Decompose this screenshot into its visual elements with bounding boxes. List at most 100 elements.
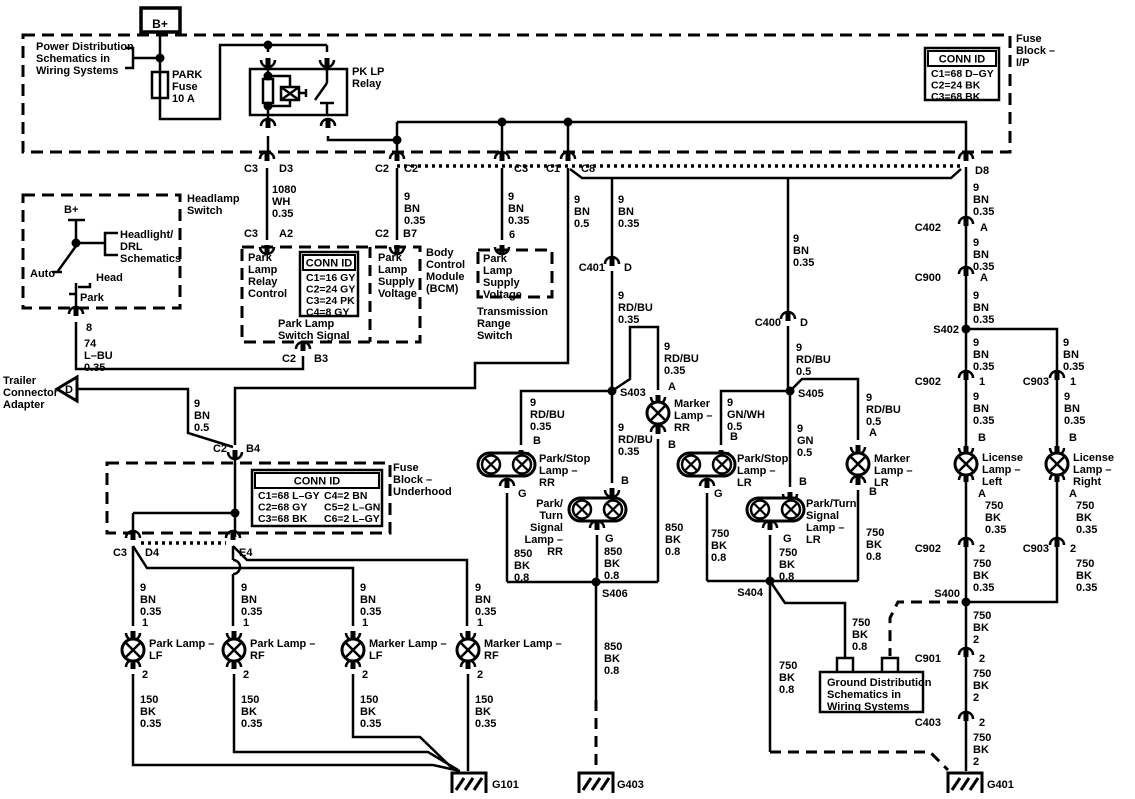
splice-dot: [71, 238, 81, 248]
diagram-label: BK: [1076, 512, 1092, 524]
diagram-label: BK: [241, 706, 257, 718]
diagram-label: Head: [96, 272, 123, 284]
diagram-label: BN: [140, 594, 156, 606]
diagram-label: 0.8: [866, 551, 881, 563]
diagram-label: 0.35: [508, 215, 529, 227]
diagram-label: 9: [140, 582, 146, 594]
ground-g403: [577, 771, 615, 793]
connector-icon: [67, 305, 85, 315]
diagram-label: License: [1073, 452, 1114, 464]
diagram-label: G101: [492, 779, 519, 791]
conn-id-bcm-cell: C2=24 GY: [306, 284, 355, 296]
diagram-label: BN: [793, 245, 809, 257]
bcm-box: [240, 245, 422, 344]
diagram-label: 150: [475, 694, 493, 706]
diagram-label: Supply: [483, 277, 521, 289]
diagram-label: 0.35: [475, 718, 496, 730]
diagram-label: 750: [779, 660, 797, 672]
ground-hatch-icon: [454, 777, 466, 791]
diagram-label: Park/Stop: [539, 453, 591, 465]
wire: [835, 656, 855, 671]
diagram-label: 2: [477, 669, 483, 681]
diagram-label: LF: [149, 650, 163, 662]
headlamp-switch-box: [21, 193, 182, 310]
diagram-label: 750: [973, 668, 991, 680]
connector-icon: [294, 340, 312, 350]
conn-id-ip: [923, 46, 1001, 102]
diagram-label: BK: [1076, 570, 1092, 582]
diagram-label: RD/BU: [664, 353, 699, 365]
diagram-label: 9: [194, 398, 200, 410]
diagram-label: BK: [866, 539, 882, 551]
diagram-label: 0.35: [272, 208, 293, 220]
diagram-label: RR: [547, 546, 563, 558]
wire: [74, 322, 305, 371]
diagram-label: Marker Lamp –: [369, 638, 447, 650]
diagram-label: C2: [375, 163, 389, 175]
diagram-label: 9: [1063, 337, 1069, 349]
diagram-label: 0.5: [797, 447, 812, 459]
diagram-label: B: [1069, 432, 1077, 444]
diagram-label: C2: [213, 443, 227, 455]
diagram-label: 2: [973, 756, 979, 768]
diagram-label: BN: [973, 349, 989, 361]
connector-icon: [498, 477, 516, 487]
diagram-label: 0.8: [514, 572, 529, 584]
diagram-label: D: [65, 384, 73, 396]
diagram-label: (BCM): [426, 283, 459, 295]
diagram-label: Schematics in: [36, 53, 110, 65]
connector-icon: [957, 150, 975, 160]
diagram-label: 9: [404, 191, 410, 203]
diagram-label: Lamp –: [982, 464, 1021, 476]
diagram-label: C902: [915, 376, 941, 388]
diagram-label: Park Lamp –: [149, 638, 214, 650]
diagram-label: 8: [86, 322, 92, 334]
diagram-label: RD/BU: [618, 302, 653, 314]
diagram-label: 0.35: [618, 446, 639, 458]
diagram-label: Park: [378, 252, 403, 264]
conn-id-underhood-cell: C3=68 BK: [258, 513, 308, 525]
diagram-label: Underhood: [393, 486, 452, 498]
wire: [232, 545, 469, 626]
dual-lamp-element-icon: [780, 499, 802, 520]
connector-icon: [957, 265, 975, 275]
diagram-label: 9: [508, 191, 514, 203]
lamp-x-icon: [344, 641, 362, 659]
wire: [268, 100, 292, 108]
diagram-label: 1: [243, 617, 249, 629]
diagram-label: Lamp –: [737, 465, 776, 477]
diagram-label: Headlight/: [120, 229, 173, 241]
splice-dot: [230, 508, 240, 518]
wire: [56, 245, 78, 272]
ground-hatch-icon: [599, 777, 611, 791]
diagram-label: 2: [1070, 543, 1076, 555]
diagram-label: 0.35: [985, 524, 1006, 536]
diagram-label: Left: [982, 476, 1003, 488]
diagram-label: 2: [973, 634, 979, 646]
wire: [232, 674, 459, 772]
diagram-label: C3: [514, 163, 528, 175]
diagram-label: 0.35: [140, 718, 161, 730]
diagram-label: B+: [152, 17, 168, 31]
diagram-label: 9: [973, 391, 979, 403]
wire: [569, 168, 962, 180]
diagram-label: Wiring Systems: [827, 701, 909, 713]
diagram-label: 0.5: [574, 218, 589, 230]
diagram-label: Supply: [378, 276, 416, 288]
diagram-label: Connector: [3, 387, 59, 399]
connector-icon: [957, 710, 975, 720]
diagram-label: BK: [985, 512, 1001, 524]
diagram-label: S403: [620, 387, 646, 399]
diagram-label: BK: [973, 744, 989, 756]
diagram-label: BN: [574, 206, 590, 218]
ground-hatch-icon: [959, 777, 971, 791]
connector-icon: [957, 215, 975, 225]
diagram-label: 0.35: [140, 606, 161, 618]
conn-id-underhood-header: CONN ID: [294, 476, 341, 488]
diagram-label: 0.8: [779, 571, 794, 583]
diagram-label: RF: [250, 650, 265, 662]
diagram-label: G401: [987, 779, 1014, 791]
diagram-label: 0.35: [475, 606, 496, 618]
diagram-label: Park/Stop: [737, 453, 789, 465]
